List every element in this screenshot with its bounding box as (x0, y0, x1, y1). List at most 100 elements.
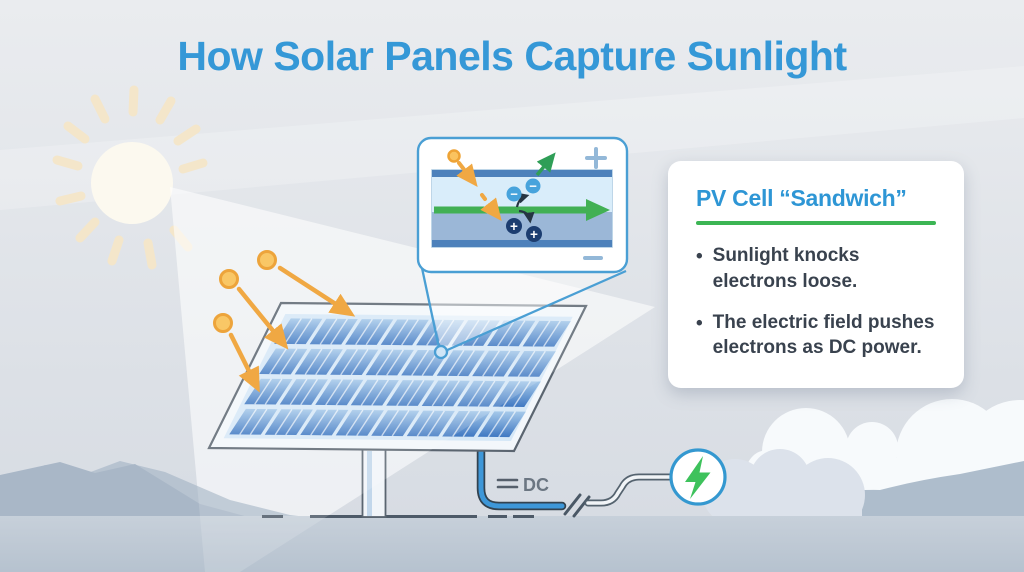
mountains-front (0, 462, 252, 518)
solar-cell (371, 410, 420, 437)
sunlight-arrows (228, 265, 356, 393)
cell-hatch-line (493, 351, 510, 377)
cell-hatch-line (326, 379, 343, 405)
cell-hatch-line (544, 321, 561, 347)
cell-hatch-line (392, 410, 409, 436)
photon-icons (213, 250, 277, 333)
sun-icon (52, 85, 208, 270)
photon-path-arrow (456, 161, 502, 221)
cell-hatch-line (447, 350, 464, 376)
electron-exit-arrow (535, 152, 556, 177)
dc-wire (476, 447, 567, 511)
solar-cell (477, 411, 526, 438)
cell-hatch-line (305, 349, 322, 375)
solar-cell (451, 320, 500, 346)
pv-cell-callout: − − + + (416, 136, 629, 274)
electron-jump-arrow (515, 192, 530, 208)
cell-hatch-line (320, 319, 337, 345)
dc-equals-icon (496, 478, 519, 489)
panel-post (361, 448, 387, 518)
cell-hatch-line (357, 410, 374, 436)
cell-hatch-line (361, 380, 378, 406)
callout-anchor-dot (433, 344, 449, 360)
cell-hatch-line (372, 380, 389, 406)
cell-hatch-line (301, 379, 318, 405)
solar-cell (300, 409, 349, 436)
cell-hatch-line (286, 409, 303, 435)
card-title: PV Cell “Sandwich” (696, 185, 907, 211)
solar-cell (294, 348, 343, 375)
cell-hatch-line (453, 411, 470, 437)
solar-cell (335, 409, 384, 436)
pv-cell-info-card: PV Cell “Sandwich” • Sunlight knocks ele… (668, 161, 964, 388)
hole-icon: + (526, 226, 542, 242)
cell-hatch-line (356, 319, 373, 345)
solar-cell (345, 319, 394, 345)
cell-hatch-line (508, 321, 525, 347)
solar-cell (522, 320, 571, 347)
cell-hatch-line (270, 349, 287, 375)
photon-icon (447, 149, 461, 163)
cell-hatch-line (391, 320, 408, 346)
solar-cell (315, 379, 364, 406)
svg-text:DC: DC (523, 475, 549, 495)
cell-hatch-line (250, 409, 267, 435)
cell-hatch-line (432, 381, 449, 407)
cell-hatch-line (382, 410, 399, 436)
cell-hatch-line (402, 320, 419, 346)
cell-hatch-line (514, 381, 531, 407)
electron-icon: − (525, 178, 541, 194)
solar-cell (507, 350, 556, 377)
cell-hatch-line (376, 350, 393, 376)
solar-panel (209, 303, 586, 451)
solar-cell (472, 350, 521, 377)
cell-bottom-contact (432, 240, 612, 247)
cell-hatch-line (488, 411, 505, 437)
cell-hatch-line (336, 380, 353, 406)
cell-hatch-line (387, 350, 404, 376)
cell-hatch-line (311, 410, 328, 436)
solar-cell (380, 319, 429, 346)
cell-hatch-line (499, 411, 516, 437)
cell-hatch-line (397, 380, 414, 406)
solar-cell (244, 378, 293, 405)
solar-cell (229, 408, 278, 435)
solar-cell (309, 318, 358, 345)
solar-cell (386, 380, 435, 406)
solar-cell (442, 410, 491, 437)
bolt-icon (685, 456, 711, 499)
plus-terminal-icon (585, 147, 607, 169)
callout-beam (423, 270, 626, 352)
solar-cell (487, 320, 536, 347)
cell-hatch-line (498, 321, 515, 347)
energy-output-badge (669, 448, 727, 506)
solar-cell (330, 349, 379, 376)
cell-hatch-line (341, 349, 358, 375)
cell-hatch-line (478, 381, 495, 407)
cell-hatch-line (275, 409, 292, 435)
cell-hatch-line (255, 379, 272, 405)
callout-tail (420, 267, 627, 353)
cell-hatch-line (412, 350, 429, 376)
svg-text:+: + (530, 227, 538, 242)
cell-hatch-line (316, 349, 333, 375)
svg-text:+: + (510, 219, 518, 234)
cell-hatch-line (321, 410, 338, 436)
electric-field-arrow (434, 199, 610, 221)
cell-hatch-line (331, 319, 348, 345)
output-wire (584, 473, 675, 507)
cell-hatch-line (503, 381, 520, 407)
list-item: • The electric field pushes electrons as… (696, 310, 936, 362)
ground (0, 516, 1024, 572)
solar-cell (259, 348, 308, 375)
electron-icon: − (506, 186, 522, 202)
card-bullet-list: • Sunlight knocks electrons loose. • The… (696, 243, 936, 361)
bullet-text: Sunlight knocks electrons loose. (712, 245, 860, 292)
cell-hatch-line (458, 350, 475, 376)
solar-cell (416, 319, 465, 346)
bullet-text: The electric field pushes electrons as D… (712, 311, 935, 359)
cell-hatch-line (473, 320, 490, 346)
cell-hatch-line (518, 351, 535, 377)
